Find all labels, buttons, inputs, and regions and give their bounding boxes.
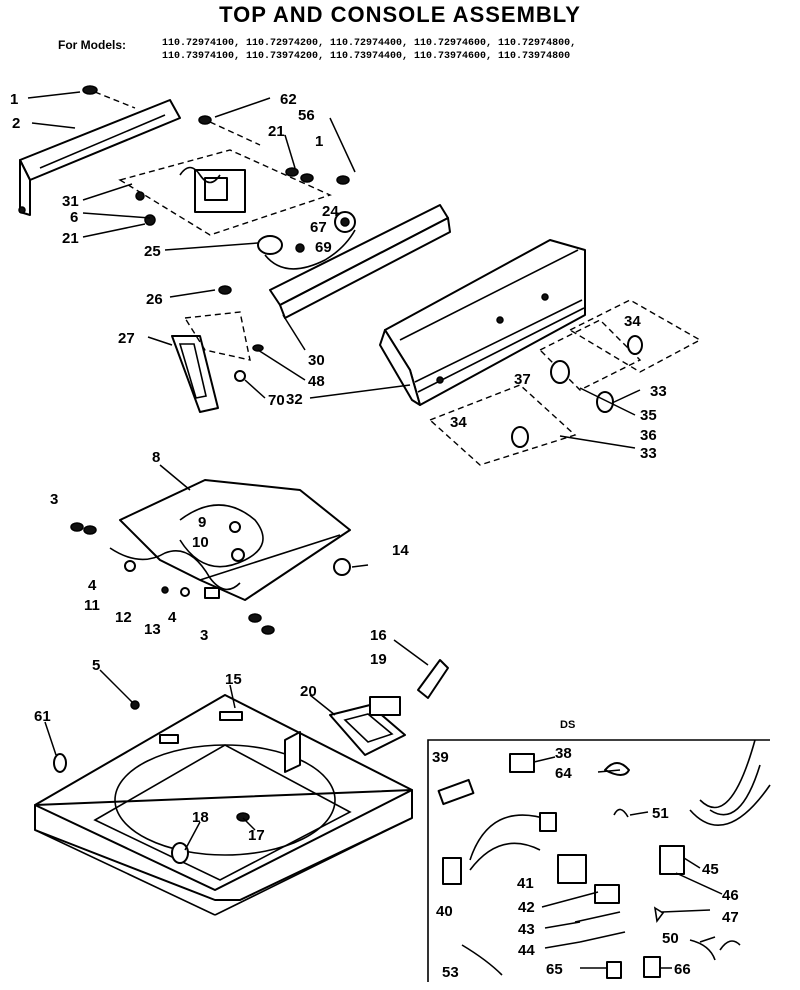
callout-37: 37	[514, 371, 531, 388]
callout-47: 47	[722, 909, 739, 926]
knob-icon	[511, 426, 529, 448]
callout-3: 3	[50, 491, 58, 508]
callout-12: 12	[115, 609, 132, 626]
model-numbers-line-1: 110.72974100, 110.72974200, 110.72974400…	[162, 38, 577, 49]
callout-41: 41	[517, 875, 534, 892]
callout-31: 31	[62, 193, 79, 210]
callout-66: 66	[674, 961, 691, 978]
knob-icon	[596, 391, 614, 413]
callout-34: 34	[624, 313, 641, 330]
callout-46: 46	[722, 887, 739, 904]
callout-26: 26	[146, 291, 163, 308]
callout-17: 17	[248, 827, 265, 844]
callout-10: 10	[192, 534, 209, 551]
callout-21: 21	[268, 123, 285, 140]
callout-44: 44	[518, 942, 535, 959]
screw-icon	[82, 85, 98, 95]
callout-13: 13	[144, 621, 161, 638]
diagram-title: TOP AND CONSOLE ASSEMBLY	[219, 2, 581, 27]
callout-16: 16	[370, 627, 387, 644]
lamp-icon	[333, 558, 351, 576]
callout-62: 62	[280, 91, 297, 108]
callout-61: 61	[34, 708, 51, 725]
callout-21b: 21	[62, 230, 79, 247]
callout-50: 50	[662, 930, 679, 947]
callout-70: 70	[268, 392, 285, 409]
callout-36: 36	[640, 427, 657, 444]
callout-30: 30	[308, 352, 325, 369]
callout-38: 38	[555, 745, 572, 762]
callout-1b: 1	[315, 133, 323, 150]
callout-64: 64	[555, 765, 572, 782]
callout-56: 56	[298, 107, 315, 124]
callout-19: 19	[370, 651, 387, 668]
callout-11: 11	[84, 597, 100, 614]
models-label: For Models:	[58, 38, 126, 52]
switch-housing	[329, 704, 406, 756]
callout-67: 67	[310, 219, 327, 236]
callout-51: 51	[652, 805, 669, 822]
console-end-bracket	[18, 99, 181, 216]
inset-box	[427, 739, 770, 982]
callout-1: 1	[10, 91, 18, 108]
console-body	[379, 239, 586, 406]
callout-4b: 4	[168, 609, 177, 626]
callout-34b: 34	[450, 414, 467, 431]
callout-9: 9	[198, 514, 206, 531]
knob-icon	[627, 335, 643, 355]
timer-assembly	[118, 149, 332, 236]
callout-3b: 3	[200, 627, 208, 644]
callout-33: 33	[650, 383, 667, 400]
callout-53: 53	[442, 964, 459, 981]
callout-35: 35	[640, 407, 657, 424]
callout-24: 24	[322, 203, 339, 220]
callout-43: 43	[518, 921, 535, 938]
knob-icon	[550, 360, 570, 384]
callout-27: 27	[118, 330, 135, 347]
callout-25: 25	[144, 243, 161, 260]
inset-label: DS	[560, 719, 575, 731]
callout-32: 32	[286, 391, 303, 408]
console-rail	[269, 204, 451, 319]
callout-leaders	[27, 91, 723, 969]
callout-4: 4	[88, 577, 97, 594]
model-numbers-line-2: 110.73974100, 110.73974200, 110.73974400…	[162, 51, 571, 62]
callout-15: 15	[225, 671, 242, 688]
callout-69: 69	[315, 239, 332, 256]
callout-6: 6	[70, 209, 78, 226]
callout-45: 45	[702, 861, 719, 878]
callout-5: 5	[92, 657, 100, 674]
callout-14: 14	[392, 542, 409, 559]
callout-8: 8	[152, 449, 160, 466]
washer-top	[34, 694, 413, 916]
callout-39: 39	[432, 749, 449, 766]
callout-18: 18	[192, 809, 209, 826]
callout-20: 20	[300, 683, 317, 700]
callout-2: 2	[12, 115, 20, 132]
callout-65: 65	[546, 961, 563, 978]
callout-40: 40	[436, 903, 453, 920]
callout-labels: 1 2 62 56 21 31 6 21 24 67 69 25 26 27 3…	[10, 91, 739, 981]
callout-42: 42	[518, 899, 535, 916]
top-cover	[109, 479, 351, 601]
callout-48: 48	[308, 373, 325, 390]
callout-33b: 33	[640, 445, 657, 462]
